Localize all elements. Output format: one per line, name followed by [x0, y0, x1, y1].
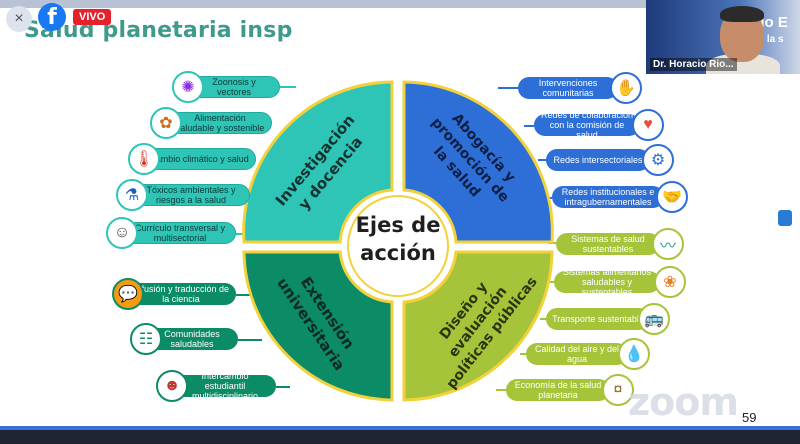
bus-icon: 🚌 — [638, 303, 670, 335]
virus-icon: ✺ — [172, 71, 204, 103]
network-icon: ⚙ — [642, 144, 674, 176]
students-icon: ☻ — [156, 370, 188, 402]
item-comunidades: Comunidades saludables — [146, 328, 238, 350]
item-redes-intersectoriales: Redes intersectoriales — [546, 149, 650, 171]
item-redes-colaboracion: Redes de colaboración con la comisión de… — [534, 110, 640, 140]
vegetables-icon: ❀ — [654, 266, 686, 298]
hands-icon: ✋ — [610, 72, 642, 104]
item-toxicos: Tóxicos ambientales y riesgos a la salud — [132, 184, 250, 206]
item-zoonosis: Zoonosis y vectores — [188, 76, 280, 98]
quadrant-bottom-right — [402, 250, 554, 402]
slide-title: Salud planetaria insp — [24, 18, 293, 43]
item-alimentacion: Alimentación saludable y sostenible — [168, 112, 272, 134]
food-icon: ✿ — [150, 107, 182, 139]
flask-icon: ⚗ — [116, 179, 148, 211]
handshake-icon: 🤝 — [656, 181, 688, 213]
item-transporte: Transporte sustentable — [546, 308, 650, 330]
economy-icon: ¤ — [602, 374, 634, 406]
center-line-1: Ejes de — [356, 213, 441, 237]
person-hair — [720, 6, 764, 22]
community-icon: ☷ — [130, 323, 162, 355]
center-circle — [347, 195, 449, 297]
backdrop-subtitle: por la s — [748, 34, 784, 45]
people-icon: ☺ — [106, 217, 138, 249]
facebook-icon[interactable]: f — [38, 3, 66, 31]
page-number: 59 — [742, 410, 757, 425]
quadrant-top-right — [402, 80, 554, 244]
close-icon[interactable]: × — [6, 6, 32, 32]
drops-icon: 💧 — [618, 338, 650, 370]
bottom-bar — [0, 426, 800, 444]
axes-diagram: Ejes de acción Investigación y docencia … — [236, 80, 556, 402]
live-badge: VIVO — [73, 9, 112, 25]
share-control-icon[interactable] — [778, 210, 792, 226]
participant-name: Dr. Horacio Rio... — [650, 58, 737, 71]
item-curriculo: Currículo transversal y multisectorial — [124, 222, 236, 244]
selection-highlight — [0, 426, 800, 430]
quadrant-bottom-left — [242, 250, 394, 402]
item-difusion: Difusión y traducción de la ciencia — [126, 283, 236, 305]
thermometer-icon: 🌡 — [128, 143, 160, 175]
item-redes-institucionales: Redes institucionales e intragubernament… — [552, 186, 664, 208]
item-economia: Economía de la salud planetaria — [506, 379, 610, 401]
center-line-2: acción — [360, 241, 436, 265]
person-body — [706, 54, 780, 74]
pulse-icon: 〰 — [652, 228, 684, 260]
item-sistemas-alimentarios: Sistemas alimentarios saludables y suste… — [554, 267, 660, 297]
item-sistemas-salud: Sistemas de salud sustentables — [556, 233, 660, 255]
quadrant-top-left — [242, 80, 394, 244]
heartbeat-icon: ♥ — [632, 109, 664, 141]
presentation-slide: Salud planetaria insp — [0, 0, 800, 426]
item-intervenciones: Intervenciones comunitarias — [518, 77, 618, 99]
item-cambio-climatico: Cambio climático y salud — [142, 148, 256, 170]
item-calidad-aire: Calidad del aire y del agua — [526, 343, 628, 365]
zoom-watermark: zoom — [628, 380, 739, 424]
top-band — [0, 0, 800, 8]
participant-video[interactable]: Radio E por la s Dr. Horacio Rio... — [646, 0, 800, 74]
chat-icon: 💬 — [112, 278, 144, 310]
item-intercambio: Intercambio estudiantil multidisciplinar… — [174, 371, 276, 401]
